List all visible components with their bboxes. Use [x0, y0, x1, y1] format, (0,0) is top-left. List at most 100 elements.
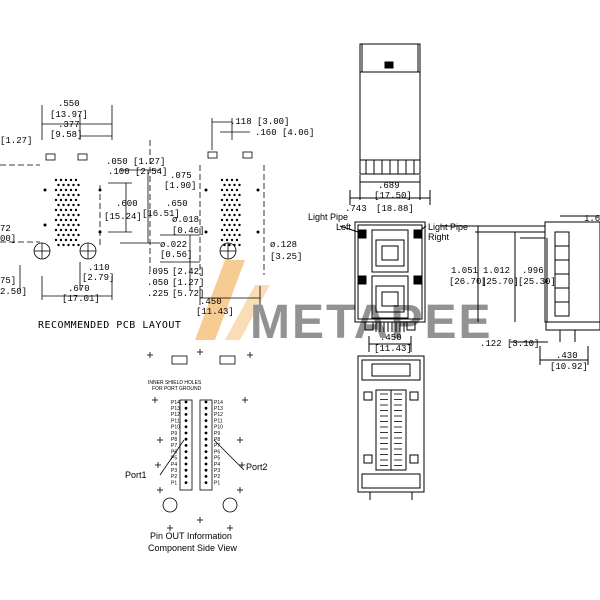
pcb-pin-hole: [62, 233, 65, 237]
pcb-pin-hole: [62, 183, 65, 187]
shield-hole-cross: [242, 397, 248, 403]
pin-dot: [204, 444, 208, 447]
pin-label-left: P14: [171, 400, 180, 406]
pin-dot: [204, 462, 208, 466]
pcb-marker: [43, 223, 47, 227]
pin-dot: [184, 437, 188, 441]
pcb-pin-hole: [72, 243, 75, 247]
pcb-pin-hole: [238, 203, 241, 207]
pcb-pin-hole: [59, 198, 63, 202]
shield-hole-cross: [237, 487, 243, 493]
connector-front-view: [339, 221, 427, 352]
pin-dot: [204, 431, 208, 435]
pin-label-right: P3: [214, 468, 220, 474]
front-view-dims: .689 [17.50] .743 [18.88] Light Pipe Lef…: [308, 181, 468, 242]
pcb-pin-hole: [64, 228, 68, 232]
pcb-pin-hole: [230, 188, 234, 192]
pcb-pin-hole: [77, 193, 80, 197]
pcb-pin-hole: [57, 233, 60, 237]
svg-text:Light Pipe: Light Pipe: [428, 222, 468, 232]
svg-text:[3.25]: [3.25]: [270, 252, 302, 262]
pcb-pin-hole: [62, 243, 65, 247]
pcb-layout: [0, 105, 160, 300]
svg-text:[11.43]: [11.43]: [196, 307, 234, 317]
pcb-pin-hole: [74, 188, 78, 192]
pcb-pin-hole: [223, 203, 226, 207]
pcb-pin-hole: [57, 203, 60, 207]
svg-text:.670: .670: [68, 284, 90, 294]
pcb-pin-hole: [72, 223, 75, 227]
pin-dot: [204, 437, 208, 441]
pcb-pin-hole: [59, 208, 63, 212]
watermark-logo-shape: [195, 260, 245, 340]
pcb-pin-hole: [54, 238, 58, 242]
svg-text:2.50]: 2.50]: [0, 287, 27, 297]
svg-text:.118 [3.00]: .118 [3.00]: [230, 117, 289, 127]
pcb-pin-hole: [233, 223, 236, 227]
pcb-pin-hole: [62, 203, 65, 207]
pcb-pin-hole: [220, 218, 224, 222]
pcb-pin-hole: [228, 243, 231, 247]
pcb-pin-hole: [225, 238, 229, 242]
pcb-pin-hole: [64, 238, 68, 242]
svg-text:[11.43]: [11.43]: [374, 344, 412, 354]
pinout-shield-crosses: [147, 349, 253, 531]
pcb-marker: [98, 188, 102, 192]
pcb-pin-hole: [233, 193, 236, 197]
side-view-dims: 1.6 1.051 [26.70] 1.012 [25.70] .996 [25…: [449, 214, 600, 372]
pcb-pin-hole: [74, 178, 78, 182]
shield-hole-cross: [237, 437, 243, 443]
svg-text:.122 [3.10]: .122 [3.10]: [480, 339, 539, 349]
pcb-pin-hole: [54, 198, 58, 202]
svg-text:[0.56]: [0.56]: [160, 250, 192, 260]
pcb-pin-hole: [72, 233, 75, 237]
port2-label: Port2: [246, 462, 268, 472]
pinout-pin-dots: [184, 400, 208, 484]
pcb-pin-hole: [238, 193, 241, 197]
pcb-layout-right: [160, 118, 265, 305]
pcb-pin-hole: [59, 238, 63, 242]
svg-text:.450: .450: [200, 297, 222, 307]
pcb-pin-hole: [67, 213, 70, 217]
pcb-pin-hole: [74, 228, 78, 232]
pcb-pin-hole: [64, 178, 68, 182]
svg-text:ø.018: ø.018: [172, 215, 199, 225]
pcb-pin-hole: [228, 183, 231, 187]
pcb-pin-hole: [62, 213, 65, 217]
pin-label-right: P4: [214, 462, 220, 468]
pcb-pin-hole: [64, 208, 68, 212]
shield-hole-cross: [197, 517, 203, 523]
pcb-marker: [43, 188, 47, 192]
svg-text:.225: .225: [147, 289, 169, 299]
svg-text:[25.70]: [25.70]: [481, 277, 519, 287]
pcb-pin-hole: [59, 218, 63, 222]
pcb-layout-caption: RECOMMENDED PCB LAYOUT: [38, 320, 181, 331]
pcb-pin-hole: [69, 218, 73, 222]
svg-text:.100 [2.54]: .100 [2.54]: [108, 167, 167, 177]
svg-text:.050 [1.27]: .050 [1.27]: [106, 157, 165, 167]
pcb-pin-hole: [67, 183, 70, 187]
pin-dot: [184, 406, 188, 410]
pcb-pin-hole: [225, 198, 229, 202]
svg-text:[17.50]: [17.50]: [374, 191, 412, 201]
pcb-pin-hole: [228, 203, 231, 207]
pin-label-right: P13: [214, 406, 223, 412]
svg-text:[15.24]: [15.24]: [104, 212, 142, 222]
pcb-pin-hole: [54, 178, 58, 182]
pcb-pin-hole: [59, 178, 63, 182]
pcb-dimensions: .550 [13.97] .377 [9.58] [1.27] .050 [1.…: [0, 99, 314, 331]
svg-text:[17.01]: [17.01]: [62, 294, 100, 304]
pcb-pin-hole: [223, 223, 226, 227]
pcb-marker: [204, 188, 208, 192]
connector-side-view: [440, 215, 600, 365]
pcb-pin-hole: [228, 233, 231, 237]
pcb-pin-hole: [230, 178, 234, 182]
pcb-pin-hole: [223, 213, 226, 217]
svg-text:[1.27]: [1.27]: [0, 136, 32, 146]
svg-text:.095: .095: [147, 267, 169, 277]
svg-text:[25.30]: [25.30]: [518, 277, 556, 287]
pcb-pin-grid-left: [54, 178, 80, 247]
svg-text:.110: .110: [88, 263, 110, 273]
svg-text:.430: .430: [556, 351, 578, 361]
pcb-pin-hole: [74, 208, 78, 212]
